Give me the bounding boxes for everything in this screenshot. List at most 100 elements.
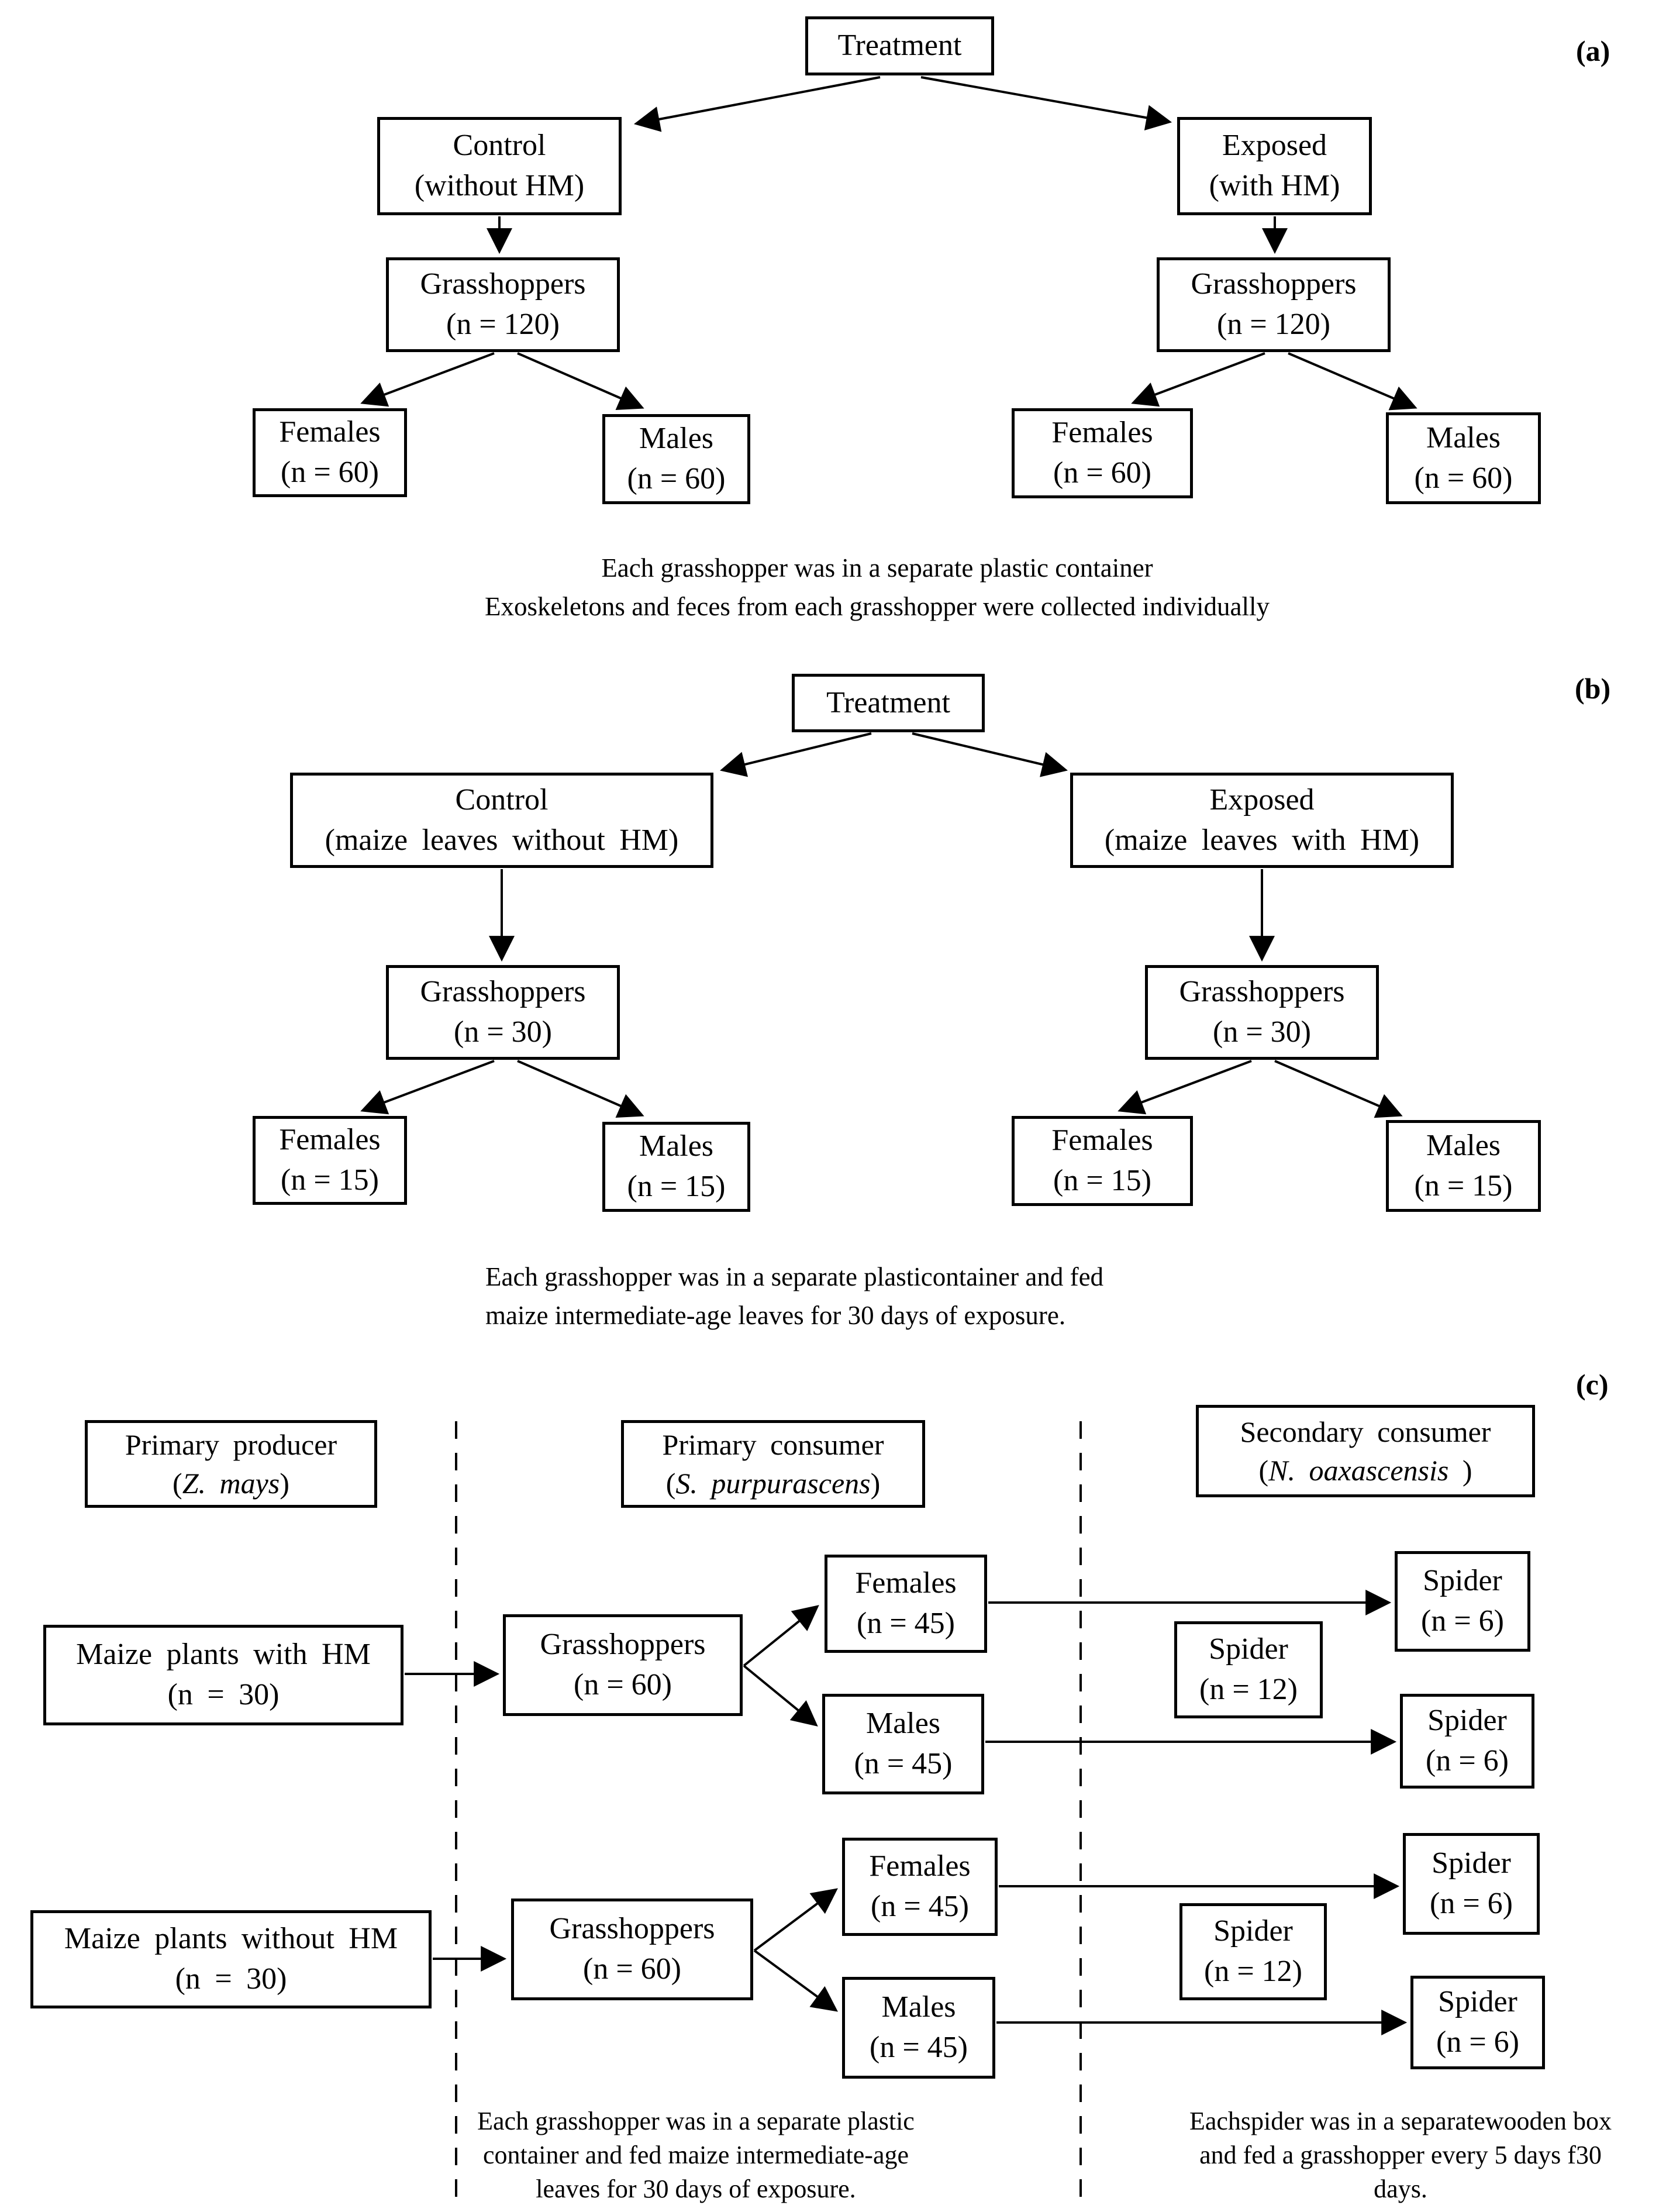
caption-line: Each grasshopper was in a separate plast…: [485, 1262, 1104, 1291]
box-header-secondary-consumer: Secondary consumer (N. oaxascensis ): [1196, 1405, 1535, 1497]
box-label: Primary producer: [125, 1428, 337, 1461]
box-spider6-c2-top: Spider (n = 6): [1403, 1833, 1540, 1935]
box-sublabel: (n = 6): [1426, 1744, 1509, 1777]
box-label: Exposed: [1222, 129, 1327, 163]
box-grasshoppers-b-left: Grasshoppers (n = 30): [386, 965, 620, 1060]
box-label: Spider: [1209, 1632, 1288, 1666]
arrow-grasshoppers-to-males-a-right: [1288, 352, 1417, 411]
arrow-grasshoppers-to-females-c1: [743, 1605, 819, 1667]
box-sublabel: (n = 15): [281, 1163, 379, 1197]
box-sublabel: (n = 60): [1414, 461, 1513, 495]
box-grasshoppers-a-left: Grasshoppers (n = 120): [386, 257, 620, 352]
box-label: Females: [1051, 416, 1153, 450]
box-label: Control: [453, 129, 546, 163]
caption-line: Eachspider was in a separatewooden box: [1189, 2107, 1612, 2135]
box-label: Maize plants without HM: [64, 1922, 398, 1956]
box-header-primary-producer: Primary producer (Z. mays): [85, 1420, 377, 1508]
box-sublabel: (Z. mays): [173, 1464, 289, 1503]
box-sublabel: (without HM): [414, 169, 585, 202]
box-exposed-b: Exposed (maize leaves with HM): [1070, 773, 1454, 868]
box-label: Maize plants with HM: [76, 1638, 371, 1672]
box-label: Grasshoppers: [420, 267, 586, 301]
box-sublabel: (n = 15): [1414, 1169, 1513, 1203]
box-sublabel: (n = 120): [446, 308, 560, 341]
arrow-grasshoppers-to-females-a-right: [1131, 352, 1265, 407]
arrow-grasshoppers-to-females-b-right: [1118, 1060, 1252, 1115]
paren-open: (: [665, 1467, 676, 1500]
arrow-grasshoppers-to-males-c1: [743, 1665, 818, 1727]
box-sublabel: (n = 45): [857, 1607, 955, 1640]
box-males-a-left: Males (n = 60): [602, 414, 750, 504]
box-grasshoppers-b-right: Grasshoppers (n = 30): [1145, 965, 1379, 1060]
box-label: Grasshoppers: [1179, 975, 1345, 1009]
box-spider6-c1-bottom: Spider (n = 6): [1400, 1694, 1534, 1789]
box-sublabel: (maize leaves with HM): [1104, 823, 1420, 857]
box-males-b-right: Males (n = 15): [1386, 1120, 1541, 1212]
species-name: S. purpurascens: [675, 1467, 871, 1500]
box-males-c1: Males (n = 45): [822, 1694, 984, 1794]
box-label: Females: [279, 415, 381, 449]
box-grasshoppers-a-right: Grasshoppers (n = 120): [1157, 257, 1391, 352]
caption-line: and fed a grasshopper every 5 days f30: [1199, 2141, 1602, 2169]
box-females-c1: Females (n = 45): [825, 1555, 987, 1653]
caption-panel-a: Each grasshopper was in a separate plast…: [409, 549, 1345, 626]
box-sublabel: (n = 12): [1204, 1955, 1302, 1988]
box-males-a-right: Males (n = 60): [1386, 412, 1541, 504]
box-spider12-c2: Spider (n = 12): [1179, 1903, 1327, 2000]
box-label: Primary consumer: [662, 1428, 884, 1461]
box-treatment-a: Treatment: [805, 16, 994, 75]
box-sublabel: (N. oaxascensis ): [1258, 1451, 1472, 1490]
arrow-grasshoppers-to-females-b-left: [360, 1060, 495, 1115]
box-sublabel: (n = 15): [627, 1170, 726, 1203]
box-spider6-c2-bottom: Spider (n = 6): [1410, 1976, 1545, 2069]
box-sublabel: (n = 60): [281, 456, 379, 489]
box-sublabel: (n = 30): [175, 1962, 287, 1996]
box-label: Spider: [1427, 1704, 1507, 1738]
box-sublabel: (n = 120): [1217, 308, 1330, 341]
box-sublabel: (n = 12): [1199, 1673, 1298, 1706]
box-sublabel: (n = 45): [854, 1747, 953, 1780]
arrow-treatment-to-exposed-b: [912, 732, 1068, 777]
caption-line: maize intermediate-age leaves for 30 day…: [485, 1301, 1066, 1330]
caption-line: container and fed maize intermediate-age: [482, 2141, 909, 2169]
box-males-b-left: Males (n = 15): [602, 1122, 750, 1212]
caption-panel-c-grasshopper: Each grasshopper was in a separate plast…: [403, 2104, 988, 2206]
box-label: Females: [279, 1123, 381, 1157]
box-sublabel: (maize leaves without HM): [325, 823, 679, 857]
caption-line: days.: [1374, 2175, 1427, 2203]
arrow-grasshoppers-to-males-b-right: [1274, 1060, 1403, 1118]
box-sublabel: (n = 30): [167, 1678, 280, 1711]
paren-close: ): [280, 1467, 289, 1500]
box-sublabel: (n = 6): [1436, 2025, 1519, 2059]
paren-close: ): [870, 1467, 881, 1500]
box-females-a-left: Females (n = 60): [253, 408, 407, 497]
box-spider12-c1: Spider (n = 12): [1174, 1621, 1323, 1718]
box-grasshoppers-c2: Grasshoppers (n = 60): [511, 1899, 753, 2000]
box-sublabel: (with HM): [1209, 169, 1340, 202]
box-label: Males: [1426, 421, 1501, 454]
paren-close: ): [1448, 1454, 1472, 1487]
box-label: Females: [1051, 1124, 1153, 1157]
box-label: Grasshoppers: [549, 1912, 715, 1946]
box-maize-without-hm: Maize plants without HM (n = 30): [30, 1910, 432, 2008]
caption-panel-c-spider: Eachspider was in a separatewooden box a…: [1134, 2104, 1659, 2206]
caption-line: leaves for 30 days of exposure.: [536, 2175, 856, 2203]
box-label: Grasshoppers: [540, 1628, 706, 1662]
caption-line: Each grasshopper was in a separate plast…: [477, 2107, 915, 2135]
box-label: Treatment: [826, 685, 950, 719]
panel-label-c: (c): [1576, 1368, 1609, 1401]
box-sublabel: (n = 45): [871, 1890, 969, 1923]
box-control-a: Control (without HM): [377, 117, 622, 215]
box-label: Exposed: [1209, 783, 1315, 816]
box-sublabel: (n = 60): [627, 462, 726, 495]
box-males-c2: Males (n = 45): [842, 1977, 995, 2079]
box-label: Spider: [1438, 1985, 1517, 2019]
box-sublabel: (n = 45): [870, 2031, 968, 2064]
box-sublabel: (n = 6): [1421, 1604, 1504, 1638]
panel-label-b: (b): [1575, 672, 1611, 705]
box-label: Grasshoppers: [1191, 267, 1357, 301]
box-sublabel: (n = 30): [454, 1015, 552, 1049]
box-sublabel: (n = 60): [1053, 456, 1151, 490]
box-label: Control: [455, 783, 549, 816]
